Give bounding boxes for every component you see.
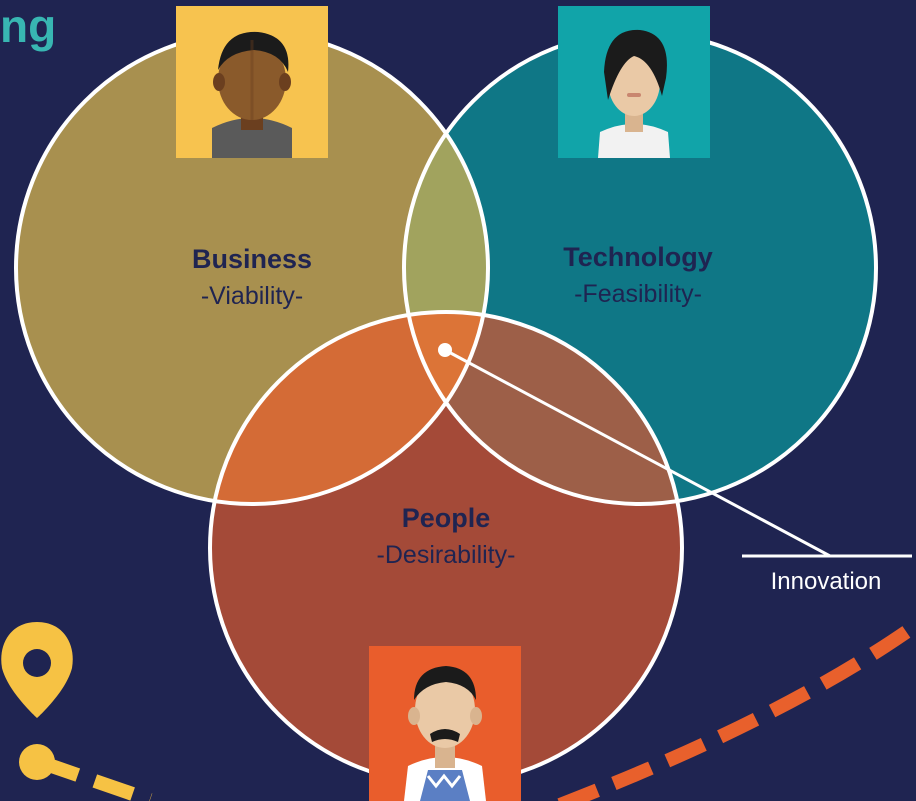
technology-title: Technology — [563, 242, 713, 272]
man-avatar-icon — [176, 6, 328, 158]
dashed-path — [557, 622, 916, 801]
business-people-overlap — [210, 312, 488, 504]
people-subtitle: -Desirability- — [377, 541, 516, 569]
people-title: People — [402, 503, 491, 533]
innovation-callout: Innovation — [438, 343, 912, 595]
mustache-man-avatar-icon — [369, 646, 521, 801]
title-fragment: ng — [0, 0, 56, 52]
location-pin-icon — [1, 622, 73, 780]
dashed-path-left — [37, 755, 153, 801]
technology-people-overlap — [404, 312, 682, 504]
business-subtitle: -Viability- — [201, 282, 303, 310]
business-title: Business — [192, 244, 312, 274]
innovation-label: Innovation — [771, 568, 882, 595]
technology-subtitle: -Feasibility- — [574, 280, 702, 308]
woman-avatar-icon — [558, 6, 710, 158]
